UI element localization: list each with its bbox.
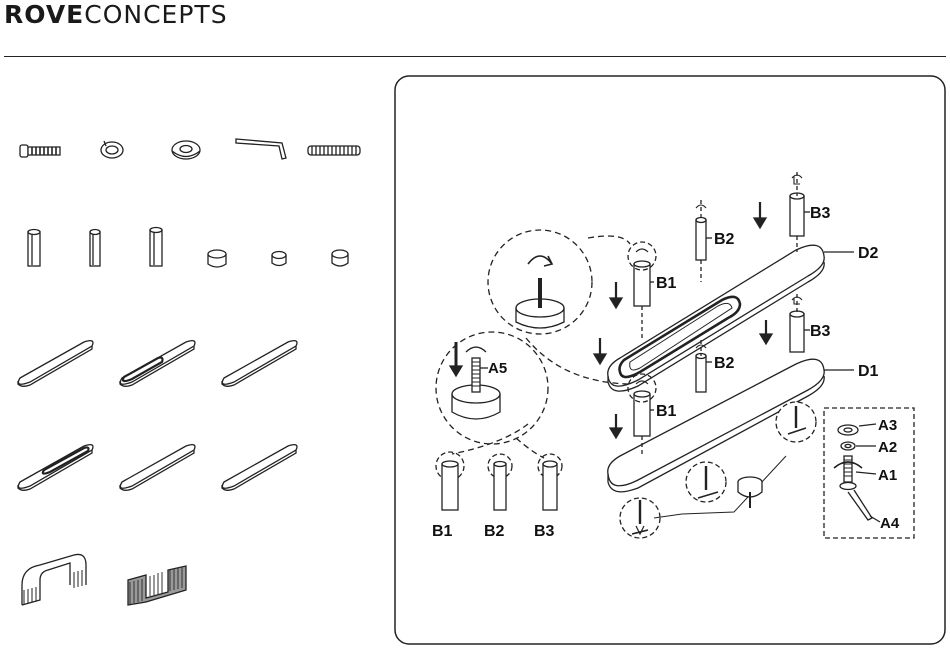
panel-slotted-icon [120,341,195,387]
label-b3-top: B3 [810,205,831,222]
label-a2: A2 [878,439,897,456]
label-a1: A1 [878,467,897,484]
label-b2-bottom: B2 [484,523,505,540]
label-b3-bottom: B3 [534,523,555,540]
threaded-rod-icon [308,146,360,155]
label-d1: D1 [858,363,879,380]
zoom-callout-screw-right [776,402,816,442]
cap-large-icon [208,250,226,267]
label-a3: A3 [878,417,897,434]
spring-washer-icon [101,141,123,158]
label-b1-mid: B1 [656,403,677,420]
label-d2: D2 [858,245,879,262]
label-b1-bottom: B1 [432,523,453,540]
label-a5: A5 [488,360,507,377]
cap-medium-icon [332,250,348,266]
channel-bracket-icon [128,566,186,605]
label-a4: A4 [880,515,900,532]
u-bracket-icon [22,554,86,605]
panel-plain-icon [18,341,93,387]
label-b3-mid: B3 [810,323,831,340]
hex-key-icon [236,139,286,159]
label-b2-top: B2 [714,231,735,248]
label-b1-top: B1 [656,275,677,292]
post-b3-icon [150,228,162,267]
panel-base-icon [222,445,297,491]
panel-holed-icon [222,341,297,387]
flat-washer-icon [172,141,200,159]
screw-icon [20,145,60,157]
post-b2-icon [90,230,100,267]
panel-top-slotted-icon [18,445,93,491]
cap-small-icon [272,252,286,266]
panel-shelf-icon [120,445,195,491]
assembly-diagram: B3 B2 D2 B1 B3 B2 D1 A5 B1 A3 A2 A1 A4 B… [392,72,948,648]
parts-inventory [0,0,380,648]
hardware-detail-box [824,408,914,538]
post-b1-icon [28,230,40,267]
label-b2-mid: B2 [714,355,735,372]
